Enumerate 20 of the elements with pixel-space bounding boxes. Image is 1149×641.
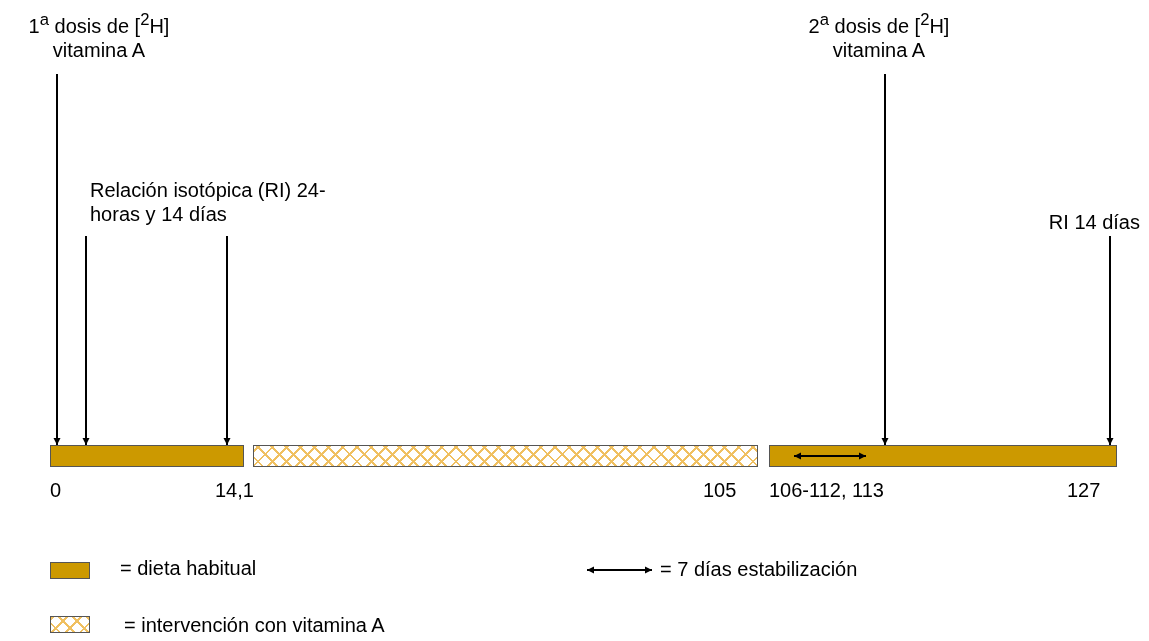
annotation-text: 2$^{a}$ dosis de [$^{2}$H] vitamina A — [776, 8, 982, 74]
tick-label: 127 — [1067, 478, 1101, 502]
timeline-bar — [50, 445, 244, 467]
arrow — [223, 235, 231, 446]
tick-label: 106-112, 113 — [769, 478, 884, 502]
arrow — [53, 73, 61, 446]
annotation-text: 1$^{a}$ dosis de [$^{2}$H] vitamina A — [8, 8, 190, 74]
arrow — [82, 235, 90, 446]
legend-text: = 7 días estabilización — [660, 557, 858, 581]
tick-label: 105 — [703, 478, 737, 502]
timeline-bar — [769, 445, 1117, 467]
arrow — [881, 73, 889, 446]
arrow — [1106, 235, 1114, 446]
legend-text: = dieta habitual — [120, 556, 257, 580]
tick-label: 0 — [50, 478, 62, 502]
tick-label: 14,1 — [215, 478, 254, 502]
timeline-bar — [253, 445, 758, 467]
annotation-text: Relación isotópica (RI) 24-horas y 14 días — [80, 178, 370, 236]
annotation-text: RI 14 días — [1030, 210, 1140, 236]
legend-text: = intervención con vitamina A — [124, 613, 385, 637]
